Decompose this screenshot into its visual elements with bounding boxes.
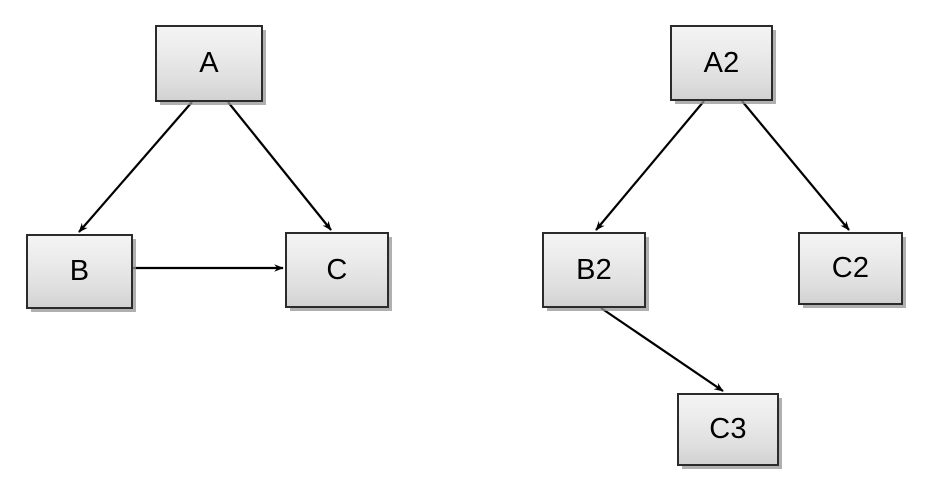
node-c-label: C <box>326 253 348 286</box>
edge-a-to-b[interactable] <box>78 101 193 233</box>
node-b2[interactable]: B2 <box>542 232 646 308</box>
node-b-label: B <box>69 255 90 287</box>
node-b[interactable]: B <box>26 234 133 309</box>
node-a2-label: A2 <box>703 46 740 79</box>
node-b2-label: B2 <box>576 253 612 286</box>
node-c3-label: C3 <box>709 413 747 445</box>
node-c3[interactable]: C3 <box>677 393 779 466</box>
node-a-label: A <box>199 47 219 79</box>
edges-group <box>78 100 850 392</box>
node-a[interactable]: A <box>155 25 263 102</box>
edge-a-to-c[interactable] <box>227 101 332 231</box>
node-a2[interactable]: A2 <box>670 25 773 101</box>
node-c2[interactable]: C2 <box>798 232 903 305</box>
node-c2-label: C2 <box>831 252 870 284</box>
edge-b2-to-c3[interactable] <box>600 307 724 392</box>
edge-a2-to-c2[interactable] <box>741 100 850 231</box>
node-c[interactable]: C <box>285 232 389 308</box>
edge-a2-to-b2[interactable] <box>595 100 705 231</box>
